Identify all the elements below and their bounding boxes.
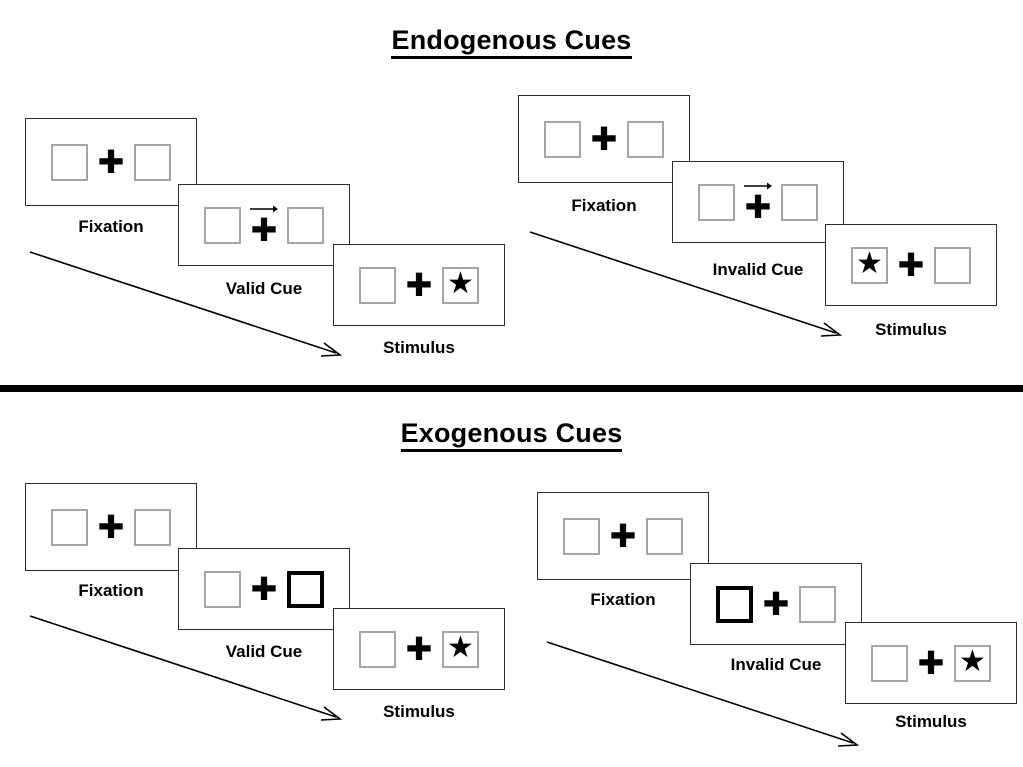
left-box xyxy=(51,143,88,181)
left-box-cued xyxy=(716,585,753,623)
star-icon: ★ xyxy=(447,631,474,664)
frame-exogenous-valid-stimulus: ✚ ★ xyxy=(333,608,505,690)
star-icon: ★ xyxy=(856,247,883,280)
fixation-cross-wrap: ✚ xyxy=(396,262,442,308)
left-box xyxy=(204,206,241,244)
frame-content: ✚ xyxy=(544,116,664,162)
frame-endogenous-invalid-fixation: ✚ xyxy=(518,95,690,183)
section-title-exogenous: Exogenous Cues xyxy=(0,418,1023,452)
right-box xyxy=(781,183,818,221)
frame-content: ✚ xyxy=(51,139,171,185)
right-box xyxy=(134,508,171,546)
arrow-right-icon xyxy=(250,205,278,213)
frame-content: ✚ ★ xyxy=(871,640,991,686)
label-exogenous-valid-stimulus: Stimulus xyxy=(383,702,455,721)
plus-icon: ✚ xyxy=(405,630,433,668)
arrow-right-icon xyxy=(744,182,772,190)
right-box-cued xyxy=(287,570,324,608)
left-box xyxy=(359,266,396,304)
section-title-endogenous: Endogenous Cues xyxy=(0,25,1023,59)
frame-exogenous-invalid-cue: ✚ xyxy=(690,563,862,645)
right-box xyxy=(934,246,971,284)
label-endogenous-invalid-fixation: Fixation xyxy=(571,196,637,215)
left-box xyxy=(204,570,241,608)
label-endogenous-valid-cue: Valid Cue xyxy=(225,279,303,298)
plus-icon: ✚ xyxy=(250,211,278,249)
frame-exogenous-invalid-stimulus: ✚ ★ xyxy=(845,622,1017,704)
label-exogenous-valid-fixation: Fixation xyxy=(78,581,144,600)
fixation-cross-wrap: ✚ xyxy=(600,513,646,559)
frame-content: ✚ xyxy=(716,581,836,627)
fixation-cross-wrap: ✚ xyxy=(88,139,134,185)
right-box-with-target: ★ xyxy=(442,630,479,668)
plus-icon: ✚ xyxy=(762,585,790,623)
section-divider xyxy=(0,385,1023,392)
fixation-cross-wrap: ✚ xyxy=(241,202,287,248)
label-exogenous-invalid-fixation: Fixation xyxy=(590,590,656,609)
frame-endogenous-valid-cue: ✚ xyxy=(178,184,350,266)
left-box xyxy=(359,630,396,668)
frame-endogenous-invalid-cue: ✚ xyxy=(672,161,844,243)
left-box xyxy=(698,183,735,221)
frame-content: ✚ xyxy=(698,179,818,225)
left-box xyxy=(544,120,581,158)
fixation-cross-wrap: ✚ xyxy=(396,626,442,672)
frame-content: ✚ xyxy=(563,513,683,559)
star-icon: ★ xyxy=(959,645,986,678)
right-box xyxy=(646,517,683,555)
left-box xyxy=(51,508,88,546)
left-box-with-target: ★ xyxy=(851,246,888,284)
plus-icon: ✚ xyxy=(97,143,125,181)
left-box xyxy=(563,517,600,555)
fixation-cross-wrap: ✚ xyxy=(908,640,954,686)
plus-icon: ✚ xyxy=(917,644,945,682)
label-endogenous-invalid-cue: Invalid Cue xyxy=(712,260,804,279)
star-icon: ★ xyxy=(447,267,474,300)
fixation-cross-wrap: ✚ xyxy=(581,116,627,162)
label-exogenous-valid-cue: Valid Cue xyxy=(225,642,303,661)
fixation-cross-wrap: ✚ xyxy=(753,581,799,627)
plus-icon: ✚ xyxy=(609,517,637,555)
plus-icon: ✚ xyxy=(590,120,618,158)
label-endogenous-invalid-stimulus: Stimulus xyxy=(875,320,947,339)
frame-content: ✚ xyxy=(51,504,171,550)
plus-icon: ✚ xyxy=(97,508,125,546)
right-box xyxy=(799,585,836,623)
frame-content: ✚ ★ xyxy=(359,626,479,672)
plus-icon: ✚ xyxy=(250,570,278,608)
label-exogenous-invalid-stimulus: Stimulus xyxy=(895,712,967,731)
label-endogenous-valid-fixation: Fixation xyxy=(78,217,144,236)
right-box xyxy=(134,143,171,181)
fixation-cross-wrap: ✚ xyxy=(88,504,134,550)
left-box xyxy=(871,644,908,682)
fixation-cross-wrap: ✚ xyxy=(888,242,934,288)
sequence-arrow-endogenous-invalid xyxy=(529,231,843,337)
label-endogenous-valid-stimulus: Stimulus xyxy=(383,338,455,357)
frame-exogenous-valid-cue: ✚ xyxy=(178,548,350,630)
frame-endogenous-invalid-stimulus: ★ ✚ xyxy=(825,224,997,306)
fixation-cross-wrap: ✚ xyxy=(241,566,287,612)
right-box xyxy=(627,120,664,158)
frame-content: ✚ xyxy=(204,202,324,248)
frame-content: ✚ ★ xyxy=(359,262,479,308)
right-box-with-target: ★ xyxy=(442,266,479,304)
plus-icon: ✚ xyxy=(897,246,925,284)
frame-content: ✚ xyxy=(204,566,324,612)
plus-icon: ✚ xyxy=(405,266,433,304)
frame-content: ★ ✚ xyxy=(851,242,971,288)
frame-exogenous-valid-fixation: ✚ xyxy=(25,483,197,571)
label-exogenous-invalid-cue: Invalid Cue xyxy=(730,655,822,674)
plus-icon: ✚ xyxy=(744,188,772,226)
fixation-cross-wrap: ✚ xyxy=(735,179,781,225)
frame-exogenous-invalid-fixation: ✚ xyxy=(537,492,709,580)
frame-endogenous-valid-fixation: ✚ xyxy=(25,118,197,206)
frame-endogenous-valid-stimulus: ✚ ★ xyxy=(333,244,505,326)
right-box-with-target: ★ xyxy=(954,644,991,682)
right-box xyxy=(287,206,324,244)
